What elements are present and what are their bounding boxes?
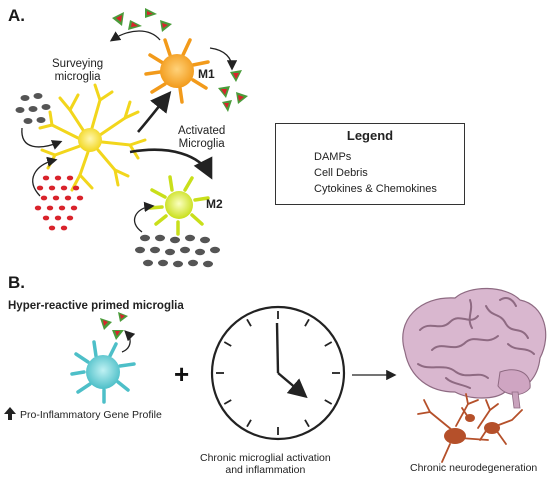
legend-item-debris: Cell Debris xyxy=(314,167,368,179)
clock-icon xyxy=(210,305,346,441)
legend-item-damps: DAMPs xyxy=(314,151,352,163)
clock-tick xyxy=(246,419,252,428)
neuron-body-3 xyxy=(465,414,475,422)
clock-tick xyxy=(223,399,232,405)
clock-tick xyxy=(324,341,333,347)
clock-tick xyxy=(304,318,310,327)
damps-cluster xyxy=(34,175,84,231)
primed-cytokines xyxy=(100,312,128,340)
clock-tick xyxy=(246,318,252,327)
neuron-icon xyxy=(417,393,523,463)
clock-tick xyxy=(324,399,333,405)
neuro-caption: Chronic neurodegeneration xyxy=(410,462,538,474)
cytokines-right xyxy=(218,70,248,112)
plus-sign: + xyxy=(174,359,189,389)
legend-title: Legend xyxy=(346,128,394,143)
clock-tick xyxy=(304,419,310,428)
legend: Legend DAMPs Cell Debris Cytokines & Che… xyxy=(275,123,465,205)
m2-debris-cluster xyxy=(135,234,220,268)
clock-caption: Chronic microglial activation and inflam… xyxy=(200,452,331,477)
legend-item-cytokines: Cytokines & Chemokines xyxy=(314,183,437,195)
primed-microglia-icon xyxy=(70,340,136,404)
panel-a-label: A. xyxy=(8,6,25,25)
clock-tick xyxy=(223,341,232,347)
cell-debris-cluster xyxy=(15,93,51,124)
neuron-body-2 xyxy=(484,422,500,434)
primed-title: Hyper-reactive primed microglia xyxy=(8,300,184,312)
activated-label: Activated Microglia xyxy=(178,125,226,151)
gene-profile-label: Pro-Inflammatory Gene Profile xyxy=(20,409,162,421)
surveying-label: Surveying microglia xyxy=(52,58,104,84)
up-arrow-icon xyxy=(4,407,16,420)
neuron-body-1 xyxy=(444,428,466,444)
m1-microglia-icon xyxy=(144,38,210,104)
brain-icon xyxy=(402,287,547,409)
cytokines-top xyxy=(112,8,172,32)
panel-b-label: B. xyxy=(8,273,25,292)
m2-label: M2 xyxy=(206,197,223,211)
m1-label: M1 xyxy=(198,67,215,81)
